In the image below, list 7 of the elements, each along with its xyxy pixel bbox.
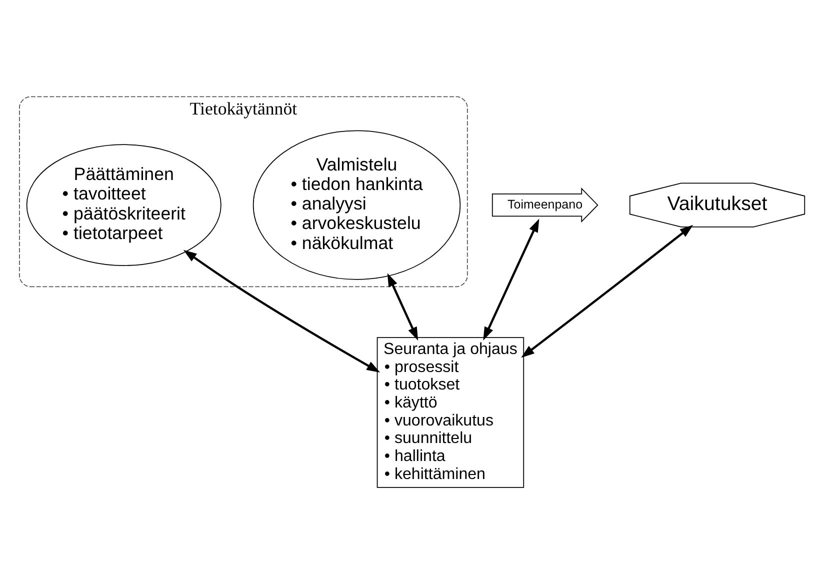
arrow — [483, 218, 540, 340]
arrow — [183, 249, 380, 372]
arrow — [521, 224, 694, 358]
node-ellipse: Valmistelu • tiedon hankinta • analyysi • arvokeskustelu • näkökulmat — [252, 130, 461, 280]
node-box: Seuranta ja ohjaus • prosessit • tuotokset • käyttö • vuorovaikutus • suunnittelu • hallinta • kehittäminen — [376, 336, 524, 488]
node-ellipse: Päättäminen • tavoitteet • päätöskriteerit • tietotarpeet — [26, 144, 222, 266]
arrow — [387, 272, 418, 340]
